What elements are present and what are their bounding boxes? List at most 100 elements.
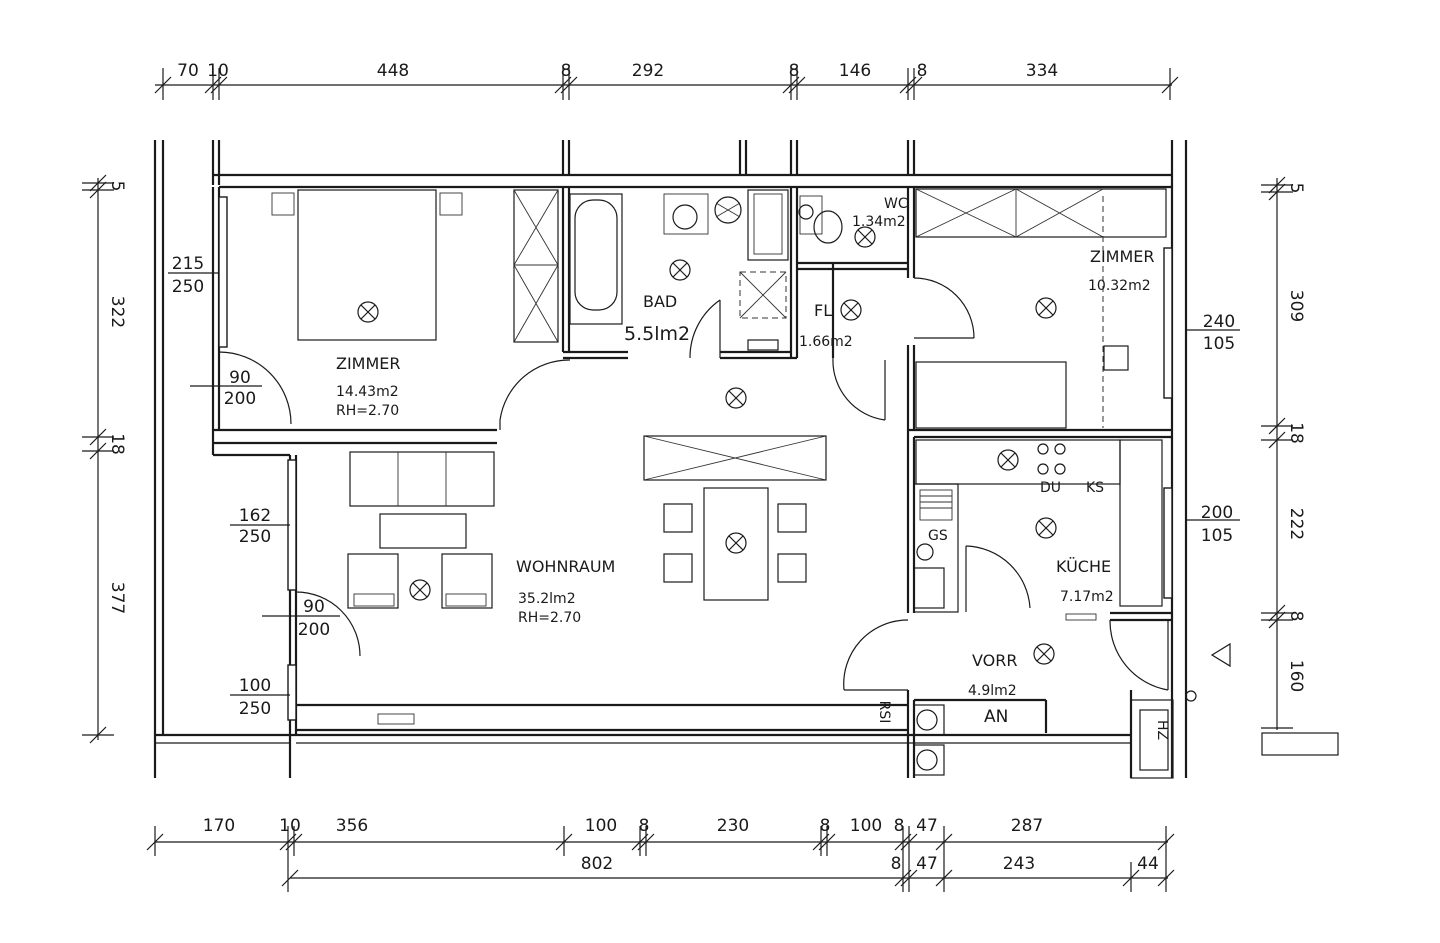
dim-left-2: 322 xyxy=(107,296,127,328)
dim-bottom-2: 10 xyxy=(279,816,301,836)
dim-right-6: 160 xyxy=(1286,660,1306,692)
room-fl-area: 1.66m2 xyxy=(799,334,853,350)
window-3-width: 100 xyxy=(239,676,271,696)
top-dimension-labels: 70 10 448 8 292 8 146 8 334 xyxy=(177,61,1058,81)
window-labels: 215 250 162 250 100 250 240 105 200 105 xyxy=(168,254,1240,719)
dim-right-5: 8 xyxy=(1286,611,1306,622)
dimension-lines xyxy=(82,68,1339,892)
dim-top-8: 8 xyxy=(917,61,928,81)
room-wohnraum: WOHNRAUM 35.2lm2 RH=2.70 xyxy=(516,557,615,626)
bottom-dimension-labels: 170 10 356 100 8 230 8 100 8 47 287 802 … xyxy=(203,816,1159,874)
room-bad-name: BAD xyxy=(643,292,677,311)
room-wc-area: 1.34m2 xyxy=(852,214,906,230)
fixture-labels: DU KS GS AN RSI HZ xyxy=(876,480,1170,740)
door-1: 90 200 xyxy=(190,368,262,409)
window-1-height: 250 xyxy=(172,277,204,297)
room-vorr-name: VORR xyxy=(972,651,1018,670)
dim-top-2: 10 xyxy=(207,61,229,81)
window-4: 240 105 xyxy=(1186,312,1240,354)
room-kueche-name: KÜCHE xyxy=(1056,557,1111,576)
room-fl-name: FL xyxy=(814,301,832,320)
door-1-height: 200 xyxy=(224,389,256,409)
window-1-width: 215 xyxy=(172,254,204,274)
door-2: 90 200 xyxy=(262,597,340,640)
dim-bottom-15: 243 xyxy=(1003,854,1035,874)
label-boiler: GS xyxy=(928,528,948,544)
room-labels: ZIMMER 14.43m2 RH=2.70 BAD 5.5lm2 WC 1.3… xyxy=(336,196,1155,699)
room-vorr: VORR 4.9lm2 xyxy=(968,651,1018,699)
dim-left-3: 18 xyxy=(107,433,127,455)
dim-top-4: 8 xyxy=(561,61,572,81)
room-wc-name: WC xyxy=(884,196,908,212)
dim-bottom-6: 230 xyxy=(717,816,749,836)
label-rsi: RSI xyxy=(876,701,892,724)
dim-bottom-8: 100 xyxy=(850,816,882,836)
room-wohnraum-name: WOHNRAUM xyxy=(516,557,615,576)
label-hz: HZ xyxy=(1154,720,1170,740)
room-vorr-area: 4.9lm2 xyxy=(968,683,1017,699)
door-2-width: 90 xyxy=(303,597,325,617)
dim-bottom-1: 170 xyxy=(203,816,235,836)
room-bad: BAD 5.5lm2 xyxy=(624,292,690,345)
dim-right-1: 5 xyxy=(1286,183,1306,194)
ceiling-lights xyxy=(357,226,1057,665)
dim-top-7: 146 xyxy=(839,61,871,81)
door-swings xyxy=(218,277,1169,691)
room-zimmer-left-area: 14.43m2 xyxy=(336,384,399,400)
dim-bottom-10: 47 xyxy=(916,816,938,836)
room-zimmer-right: ZIMMER 10.32m2 xyxy=(1088,247,1155,294)
dim-top-9: 334 xyxy=(1026,61,1058,81)
window-4-width: 240 xyxy=(1203,312,1235,332)
room-zimmer-left-height: RH=2.70 xyxy=(336,403,399,419)
room-kueche-area: 7.17m2 xyxy=(1060,589,1114,605)
dim-right-3: 18 xyxy=(1286,422,1306,444)
dim-top-3: 448 xyxy=(377,61,409,81)
dim-bottom-9: 8 xyxy=(894,816,905,836)
window-5-height: 105 xyxy=(1201,526,1233,546)
dim-left-1: 5 xyxy=(107,181,127,192)
dim-bottom-14: 47 xyxy=(916,854,938,874)
room-wc: WC 1.34m2 xyxy=(852,196,908,230)
window-4-height: 105 xyxy=(1203,334,1235,354)
right-dimension-labels: 5 309 18 222 8 160 xyxy=(1286,183,1306,693)
room-wohnraum-height: RH=2.70 xyxy=(518,610,581,626)
dim-bottom-16: 44 xyxy=(1137,854,1159,874)
window-3: 100 250 xyxy=(230,676,290,719)
walls xyxy=(153,140,1188,778)
room-zimmer-left: ZIMMER 14.43m2 RH=2.70 xyxy=(336,354,401,419)
dim-bottom-11: 287 xyxy=(1011,816,1043,836)
dim-right-4: 222 xyxy=(1286,508,1306,540)
room-wohnraum-area: 35.2lm2 xyxy=(518,591,576,607)
window-5: 200 105 xyxy=(1186,503,1240,546)
door-1-width: 90 xyxy=(229,368,251,388)
left-dimension-labels: 5 322 18 377 xyxy=(107,181,127,615)
dim-bottom-12: 802 xyxy=(581,854,613,874)
room-zimmer-right-name: ZIMMER xyxy=(1090,247,1155,266)
dim-top-5: 292 xyxy=(632,61,664,81)
door-labels: 90 200 90 200 xyxy=(190,368,340,640)
dim-right-2: 309 xyxy=(1286,290,1306,322)
furniture xyxy=(271,188,1231,779)
window-2: 162 250 xyxy=(230,506,290,547)
room-fl: FL 1.66m2 xyxy=(799,301,853,350)
label-dishwasher: DU xyxy=(1040,480,1061,496)
label-fridge: KS xyxy=(1086,480,1104,496)
room-zimmer-right-area: 10.32m2 xyxy=(1088,278,1151,294)
dim-bottom-7: 8 xyxy=(820,816,831,836)
window-2-width: 162 xyxy=(239,506,271,526)
room-zimmer-left-name: ZIMMER xyxy=(336,354,401,373)
room-bad-area: 5.5lm2 xyxy=(624,323,690,345)
door-2-height: 200 xyxy=(298,620,330,640)
label-connection: AN xyxy=(984,707,1008,727)
dim-bottom-5: 8 xyxy=(639,816,650,836)
window-2-height: 250 xyxy=(239,527,271,547)
dim-bottom-4: 100 xyxy=(585,816,617,836)
dim-top-6: 8 xyxy=(789,61,800,81)
dim-top-1: 70 xyxy=(177,61,199,81)
window-1: 215 250 xyxy=(168,254,219,297)
window-glazing xyxy=(218,196,1173,721)
dim-left-4: 377 xyxy=(107,582,127,614)
dim-bottom-3: 356 xyxy=(336,816,368,836)
window-3-height: 250 xyxy=(239,699,271,719)
